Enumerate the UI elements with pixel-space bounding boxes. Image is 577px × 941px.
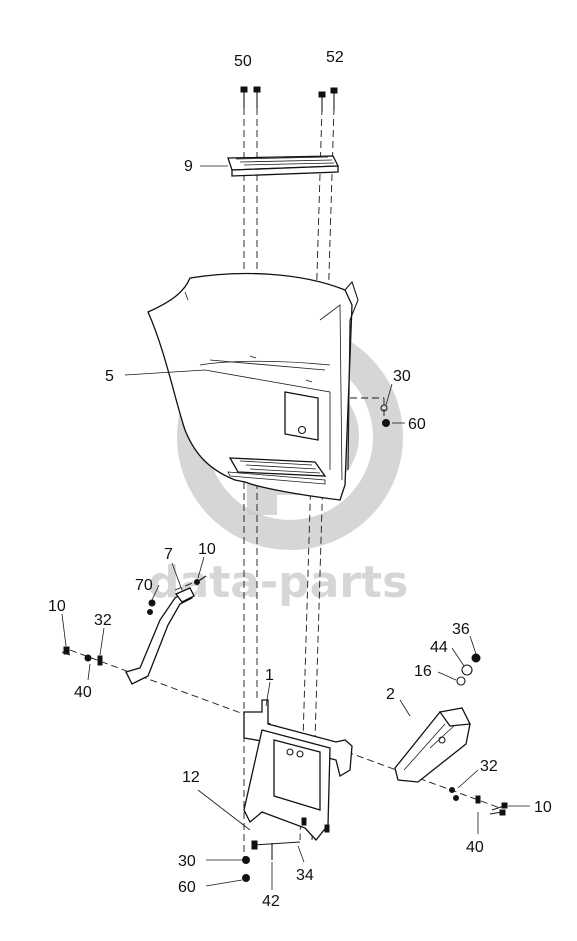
callout-44: 44 <box>430 639 448 656</box>
callout-50: 50 <box>234 53 252 70</box>
callout-60-upper: 60 <box>408 416 426 433</box>
callout-10-upper: 10 <box>198 541 216 558</box>
callout-36: 36 <box>452 621 470 638</box>
callout-30-upper: 30 <box>393 368 411 385</box>
callout-42: 42 <box>262 893 280 910</box>
stay-rod-7 <box>125 575 207 685</box>
callout-9: 9 <box>184 158 193 175</box>
callout-40-right: 40 <box>466 839 484 856</box>
watermark-text: data-parts <box>148 557 408 608</box>
callouts: 50 52 9 5 30 60 7 10 70 10 32 40 36 44 1… <box>48 49 552 910</box>
main-bracket-1 <box>243 699 353 841</box>
right-bolts <box>449 787 508 816</box>
callout-12: 12 <box>182 769 200 786</box>
callout-7: 7 <box>164 546 173 563</box>
callout-16: 16 <box>414 663 432 680</box>
bottom-hardware <box>242 840 301 882</box>
callout-30-lower: 30 <box>178 853 196 870</box>
callout-40-left: 40 <box>74 684 92 701</box>
bolt-50-pair <box>240 86 261 108</box>
callout-1: 1 <box>265 667 274 684</box>
step-tread-9 <box>227 155 340 177</box>
callout-5: 5 <box>105 368 114 385</box>
callout-32-right: 32 <box>480 758 498 775</box>
callout-60-lower: 60 <box>178 879 196 896</box>
leader-lines <box>61 165 530 890</box>
callout-34: 34 <box>296 867 314 884</box>
left-hardware <box>61 646 103 666</box>
bracket-2 <box>394 707 472 783</box>
bolt-52-pair <box>318 87 338 112</box>
callout-52: 52 <box>326 49 344 66</box>
right-small-hardware <box>456 653 481 686</box>
step-housing-5 <box>147 272 359 501</box>
hardware-30-60-right <box>380 404 390 427</box>
callout-70: 70 <box>135 577 153 594</box>
callout-2: 2 <box>386 686 395 703</box>
callout-32-left: 32 <box>94 612 112 629</box>
callout-10-right: 10 <box>534 799 552 816</box>
callout-10-left: 10 <box>48 598 66 615</box>
